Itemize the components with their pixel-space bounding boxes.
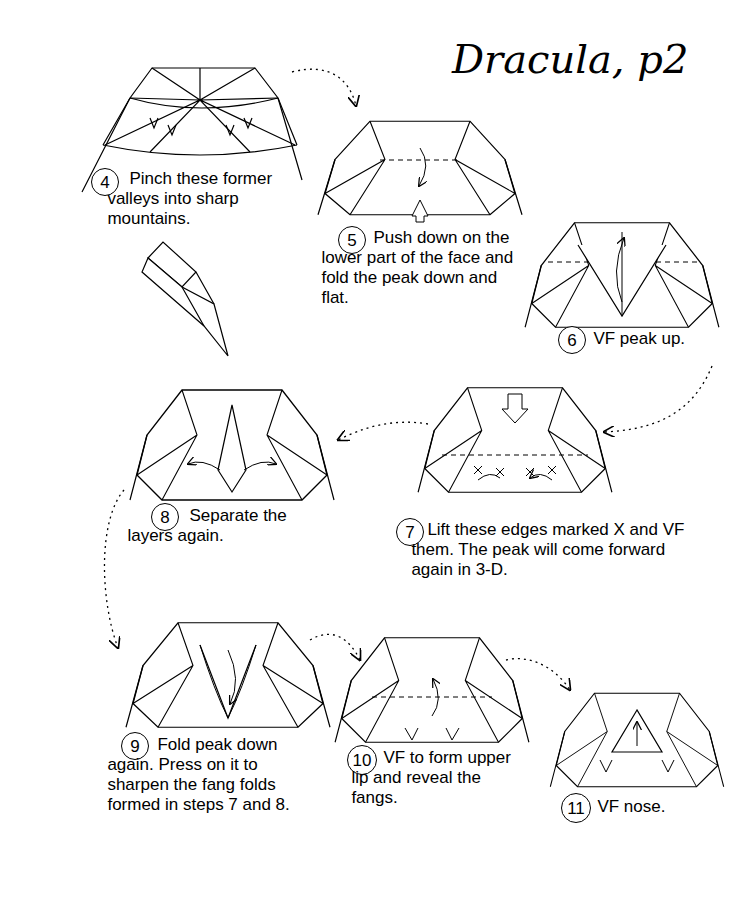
fold-arrow (228, 650, 236, 704)
step-number-circle: 11VF nose. (561, 793, 591, 823)
sequence-arrow (338, 422, 428, 440)
step-instruction: VF to form upper lip and reveal the fang… (351, 748, 521, 808)
mask-figure (525, 223, 719, 328)
fold-arrow (432, 679, 438, 716)
separate-arrow (188, 462, 220, 470)
valley-fold-line (380, 160, 460, 161)
fold-arrow (478, 474, 552, 480)
mask-figure (550, 693, 723, 787)
valley-fold-line (442, 455, 588, 456)
mask-figure (418, 388, 612, 493)
detail-edge (182, 272, 214, 326)
step-number-circle: 9Fold peak down again. Press on it to sh… (121, 732, 149, 760)
push-arrow (502, 394, 528, 423)
separate-arrow (244, 462, 276, 470)
step-number-circle: 4Pinch these former valleys into sharp m… (91, 168, 119, 196)
step-instruction: Pinch these former valleys into sharp mo… (107, 169, 287, 229)
valley-fold-line (372, 697, 492, 698)
step-instruction: Separate the layers again. (127, 506, 327, 546)
fang (405, 728, 459, 740)
step-instruction: Fold peak down again. Press on it to sha… (107, 735, 312, 815)
page-title: Dracula, p2 (452, 36, 688, 82)
peak (218, 405, 246, 492)
pinch-mark (150, 118, 252, 135)
nose (612, 710, 662, 752)
fold-outline (103, 145, 297, 155)
detail-body (142, 258, 228, 356)
fold-arrow (616, 238, 624, 302)
fold-arrow (637, 722, 638, 746)
push-arrow (412, 200, 428, 222)
step-number: 11 (567, 800, 585, 817)
mask-figure (126, 623, 330, 728)
step-number-circle: 8Separate the layers again. (151, 503, 179, 531)
step-number: 10 (353, 752, 372, 769)
fang-fold (200, 645, 256, 718)
sequence-arrow (292, 69, 356, 106)
step-number-circle: 6VF peak up. (558, 326, 586, 354)
step-instruction: Push down on the lower part of the face … (321, 228, 524, 308)
step-instruction: Lift these edges marked X and VF them. T… (411, 520, 711, 580)
fang (600, 760, 674, 772)
sequence-arrows (104, 69, 712, 690)
step-number-circle: 10VF to form upper lip and reveal the fa… (347, 745, 377, 775)
crease-lines (105, 68, 295, 152)
step-number: 7 (405, 524, 414, 541)
mask-figure (130, 390, 334, 500)
step-number: 8 (160, 509, 169, 526)
mask-figure (335, 638, 529, 743)
step-number-circle: 5Push down on the lower part of the face… (338, 226, 366, 254)
step-instruction: VF nose. (597, 797, 717, 817)
sequence-arrow (104, 490, 124, 648)
step-number: 6 (567, 332, 576, 349)
fold-arrow (419, 148, 426, 186)
step-instruction: VF peak up. (593, 329, 723, 349)
step-number: 9 (130, 738, 139, 755)
sequence-arrow (310, 634, 360, 660)
step-number: 4 (100, 174, 109, 191)
sequence-arrow (604, 366, 712, 432)
step-number: 5 (347, 232, 356, 249)
x-mark (474, 466, 556, 476)
crease-line (622, 232, 623, 316)
sequence-arrow (506, 659, 570, 690)
peak (200, 645, 256, 718)
detail-figure (142, 242, 228, 356)
step-number-circle: 7Lift these edges marked X and VF them. … (396, 518, 424, 546)
